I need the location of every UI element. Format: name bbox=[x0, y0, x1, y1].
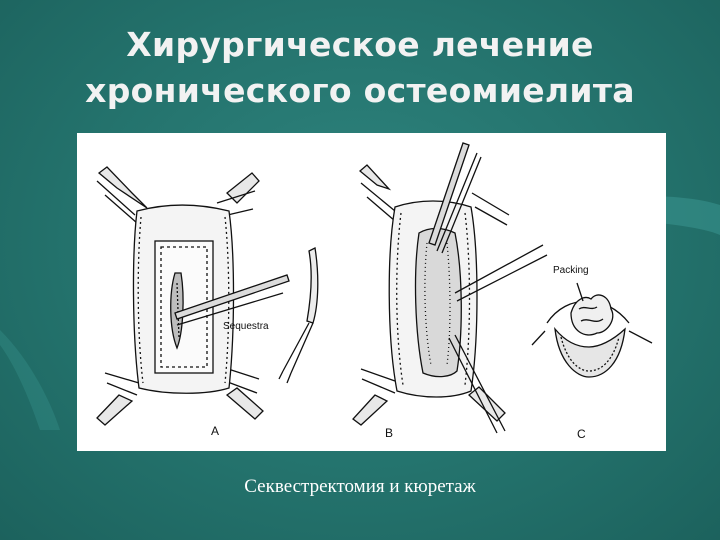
slide-title: Хирургическое лечение хронического остео… bbox=[0, 22, 720, 114]
label-panel-b: B bbox=[385, 426, 393, 440]
panel-b-drawing bbox=[352, 142, 548, 434]
label-packing: Packing bbox=[553, 265, 589, 276]
surgical-illustration: Sequestra A B bbox=[77, 133, 666, 451]
panel-c-drawing bbox=[531, 282, 653, 378]
title-line-2: хронического остеомиелита bbox=[85, 71, 635, 110]
label-sequestra: Sequestra bbox=[223, 321, 269, 332]
title-line-1: Хирургическое лечение bbox=[126, 25, 594, 64]
label-panel-c: C bbox=[577, 427, 586, 441]
surgical-illustration-drawing: Sequestra A B bbox=[96, 142, 653, 441]
figure-caption: Секвестректомия и кюретаж bbox=[244, 476, 476, 497]
label-panel-a: A bbox=[211, 424, 219, 438]
panel-a-drawing bbox=[96, 166, 290, 426]
forceps-drawing bbox=[278, 247, 319, 384]
